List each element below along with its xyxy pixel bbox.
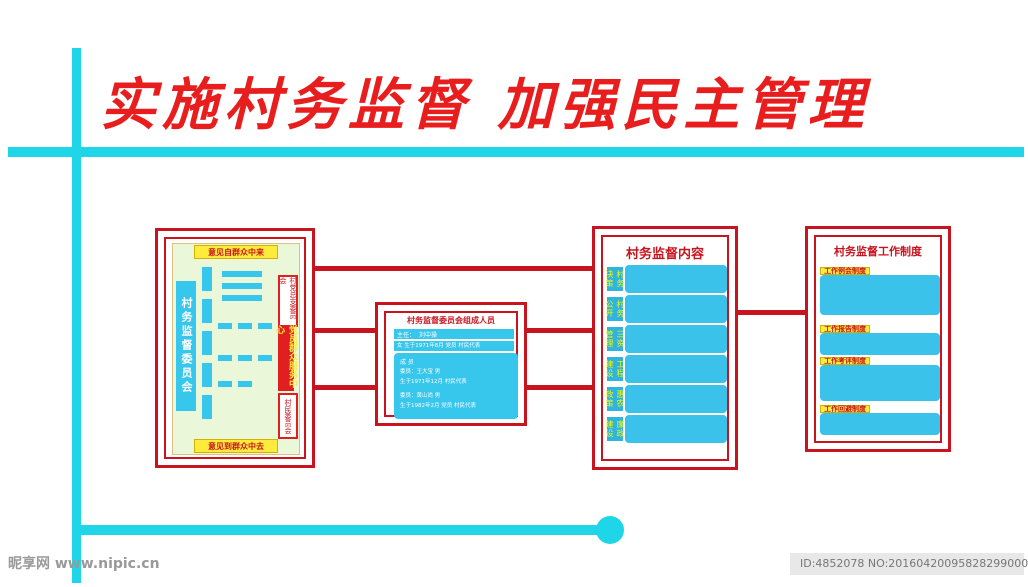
- left-panel: 意见自群众中来 意见到群众中去 村务监督委员会 村党总支委员会 党员群众服务中心…: [155, 228, 315, 468]
- director-name: 刘中操: [419, 331, 438, 339]
- flow-box: [218, 323, 232, 329]
- village-committee-box: 村民委员会: [278, 393, 298, 439]
- cyan-top-line: [8, 147, 1024, 157]
- content-tag-1: 村务决策: [605, 267, 625, 291]
- system-panel: 村务监督工作制度 工作例会制度 工作报告制度 工作考评制度 工作回避制度: [805, 226, 951, 452]
- top-banner: 意见自群众中来: [194, 245, 278, 259]
- director-label: 主任：: [397, 331, 416, 339]
- content-tag-5: 惠农政策: [605, 387, 625, 411]
- flow-box: [258, 355, 272, 361]
- flow-box: [218, 381, 232, 387]
- member2-name: 委员：黄山尚 男: [400, 393, 441, 399]
- system-bar-4: [820, 413, 940, 435]
- content-tag-4: 工程建设: [605, 357, 625, 381]
- flow-box: [202, 267, 212, 291]
- main-title: 实施村务监督 加强民主管理: [100, 72, 870, 138]
- connector-mid-top: [524, 328, 600, 333]
- flow-box: [238, 381, 252, 387]
- flow-box: [202, 331, 212, 355]
- service-center-box: 党员群众服务中心: [274, 325, 297, 391]
- members-box: 成 员 委员：王大宝 男 生于1971年12月 村民代表 委员：黄山尚 男 生于…: [394, 353, 518, 419]
- vertical-committee-label: 村务监督委员会: [176, 281, 196, 411]
- member1-detail: 生于1971年12月 村民代表: [400, 379, 467, 385]
- flow-box: [202, 395, 212, 419]
- cyan-vertical-line: [72, 48, 81, 583]
- cyan-bottom-line: [72, 525, 610, 535]
- system-item-3: 工作考评制度: [820, 357, 870, 365]
- content-bar-5: [625, 385, 727, 413]
- content-tag-2: 村务公开: [605, 297, 625, 321]
- content-bar-3: [625, 325, 727, 353]
- flow-box: [218, 355, 232, 361]
- system-bar-1: [820, 275, 940, 315]
- director-row: 主任： 刘中操: [394, 329, 514, 339]
- flow-box: [238, 355, 252, 361]
- content-bar-4: [625, 355, 727, 383]
- connector-left-top: [310, 266, 600, 271]
- content-bar-1: [625, 265, 727, 293]
- cyan-end-dot: [596, 516, 624, 544]
- flow-box: [222, 283, 262, 289]
- connector-left-mid: [310, 328, 380, 333]
- member2-detail: 生于1982年2月 党员 村民代表: [400, 403, 476, 409]
- id-strip: [790, 553, 1024, 575]
- flow-box: [238, 323, 252, 329]
- flow-box: [222, 295, 262, 301]
- member1-name: 委员：王大宝 男: [400, 369, 441, 375]
- system-item-1: 工作例会制度: [820, 267, 870, 275]
- content-tag-6: 廉政建设: [605, 417, 625, 441]
- content-panel: 村务监督内容 村务决策 村务公开 三资管理 工程建设 惠农政策 廉政建设: [592, 226, 738, 470]
- flow-box: [202, 299, 212, 323]
- director-detail: 女 生于1971年8月 党员 村民代表: [394, 341, 514, 351]
- middle-panel-title: 村务监督委员会组成人员: [407, 316, 495, 325]
- bottom-banner: 意见到群众中去: [194, 439, 278, 453]
- content-bar-6: [625, 415, 727, 443]
- flow-box: [258, 323, 272, 329]
- content-tag-3: 三资管理: [605, 327, 625, 351]
- system-panel-title: 村务监督工作制度: [834, 245, 922, 258]
- connector-left-bot: [310, 385, 380, 390]
- flow-box: [202, 363, 212, 387]
- connector-mid-bot: [524, 385, 600, 390]
- system-bar-2: [820, 333, 940, 355]
- connector-right: [735, 310, 810, 315]
- watermark: 昵享网 www.nipic.cn: [8, 556, 160, 572]
- members-label: 成 员: [400, 359, 414, 366]
- content-panel-title: 村务监督内容: [625, 247, 704, 262]
- flow-box: [222, 271, 262, 277]
- party-branch-box: 村党总支委员会: [278, 275, 298, 327]
- content-bar-2: [625, 295, 727, 323]
- system-item-4: 工作回避制度: [820, 405, 870, 413]
- id-text: ID:4852078 NO:20160420095828299000: [800, 557, 1028, 570]
- system-bar-3: [820, 365, 940, 401]
- middle-panel: 村务监督委员会组成人员 主任： 刘中操 女 生于1971年8月 党员 村民代表 …: [375, 302, 527, 426]
- system-item-2: 工作报告制度: [820, 325, 870, 333]
